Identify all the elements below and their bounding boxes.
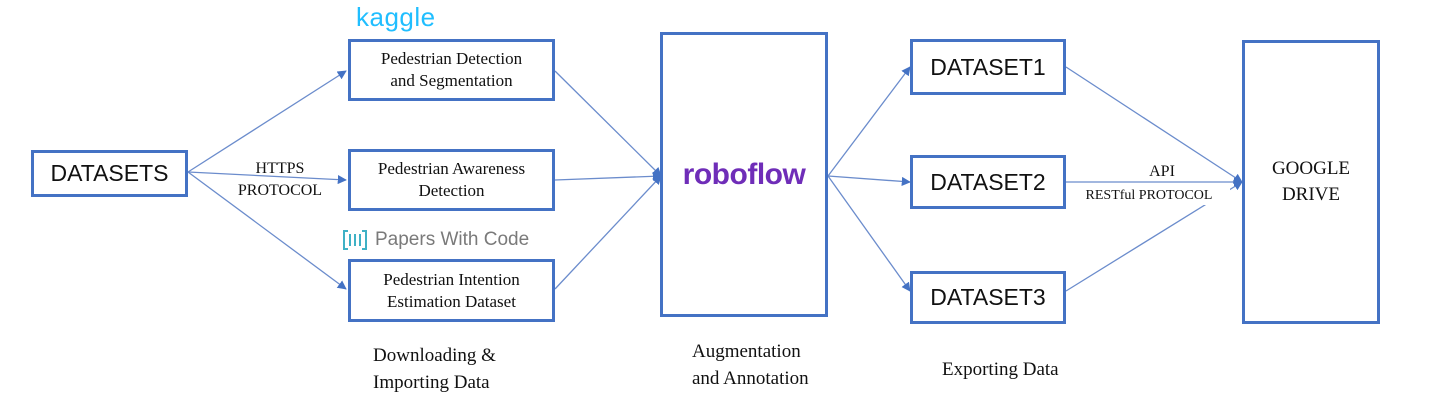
arrow-roboflow-to-dataset1 (827, 66, 911, 177)
source3-label: Pedestrian Intention Estimation Dataset (383, 269, 520, 311)
roboflow-node: roboflow (660, 32, 828, 317)
dataset2-label: DATASET2 (930, 168, 1046, 195)
arrow-source3-to-roboflow (554, 175, 662, 290)
caption-downloading: Downloading & Importing Data (373, 345, 496, 393)
kaggle-logo: kaggle (356, 2, 436, 32)
dataset1-node: DATASET1 (910, 39, 1066, 95)
arrow-roboflow-to-dataset2 (827, 175, 911, 186)
papers-with-code-text: Papers With Code (375, 229, 530, 250)
papers-with-code-logo: Papers With Code (343, 228, 529, 252)
google-drive-label: GOOGLE DRIVE (1271, 158, 1351, 205)
source1-label: Pedestrian Detection and Segmentation (380, 49, 523, 90)
caption-exporting: Exporting Data (942, 359, 1059, 380)
dataset2-node: DATASET2 (910, 155, 1066, 209)
arrow-source2-to-roboflow (554, 171, 662, 181)
datasets-node: DATASETS (31, 150, 188, 197)
source-node-awareness-detection: Pedestrian Awareness Detection (348, 149, 555, 211)
datasets-label: DATASETS (50, 160, 169, 186)
caption-augmentation: Augmentation and Annotation (692, 341, 809, 389)
https-protocol-label: HTTPS PROTOCOL (237, 160, 323, 199)
dataset3-label: DATASET3 (930, 284, 1046, 310)
pwc-bars-icon (343, 230, 367, 250)
arrow-datasets-to-source3 (187, 171, 347, 290)
restful-protocol-label: RESTful PROTOCOL (1068, 187, 1230, 205)
arrow-datasets-to-source2 (187, 171, 347, 185)
arrow-dataset1-to-drive (1065, 66, 1243, 183)
api-label: API (1149, 163, 1175, 180)
google-drive-node: GOOGLE DRIVE (1242, 40, 1380, 324)
dataset3-node: DATASET3 (910, 271, 1066, 324)
arrow-datasets-to-source1 (187, 70, 347, 173)
source2-label: Pedestrian Awareness Detection (377, 159, 526, 200)
source-node-detection-segmentation: Pedestrian Detection and Segmentation (348, 39, 555, 101)
dataset1-label: DATASET1 (930, 53, 1046, 80)
source-node-intention-estimation: Pedestrian Intention Estimation Dataset (348, 259, 555, 322)
roboflow-logo: roboflow (682, 157, 806, 191)
arrow-roboflow-to-dataset3 (827, 175, 911, 292)
arrow-source1-to-roboflow (554, 70, 662, 177)
